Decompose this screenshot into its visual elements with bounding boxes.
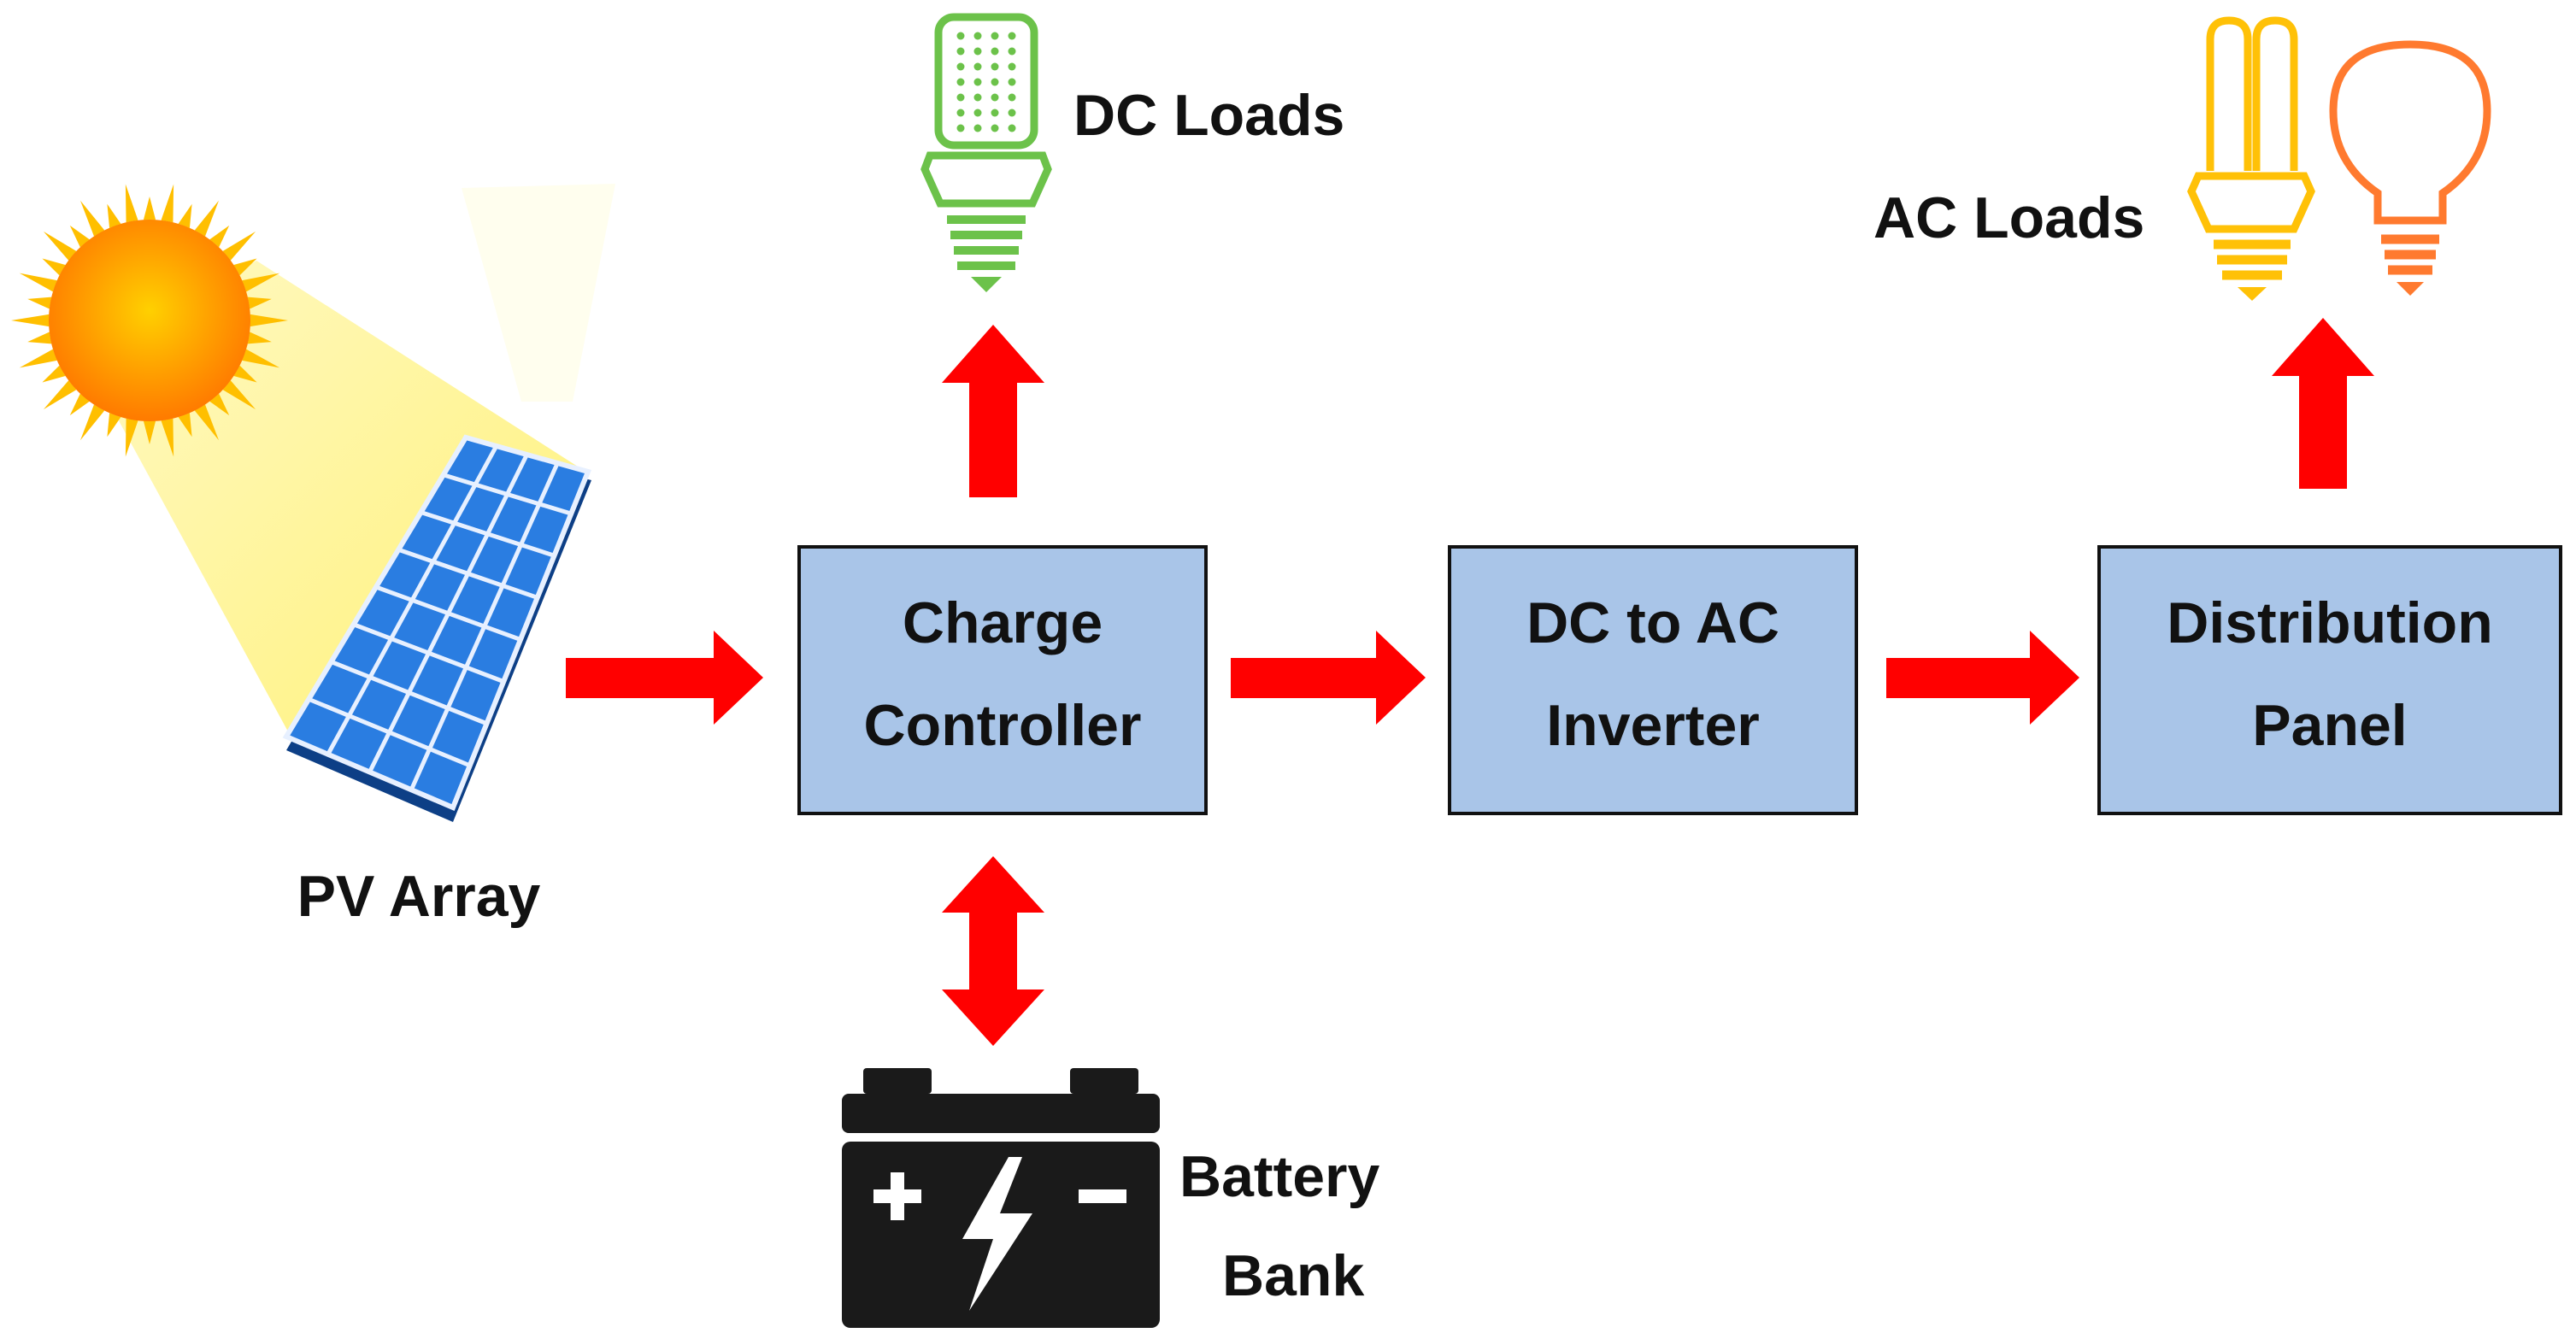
sunlight-beam-faint: [462, 184, 615, 402]
dc-loads-label: DC Loads: [1073, 83, 1344, 148]
distribution-panel-line1: Distribution: [2167, 590, 2493, 655]
pv-array-label: PV Array: [297, 864, 541, 929]
arrow-inverter-to-distribution: [1886, 631, 2079, 725]
cfl-bulb-icon: [2187, 16, 2315, 301]
inverter-block: DC to AC Inverter: [1448, 545, 1858, 815]
arrow-controller-to-inverter: [1231, 631, 1426, 725]
sun-icon: [11, 184, 288, 457]
solar-panel-icon: [282, 434, 592, 822]
charge-controller-block: Charge Controller: [797, 545, 1208, 815]
charge-controller-line1: Charge: [903, 590, 1103, 655]
distribution-panel-block: Distribution Panel: [2097, 545, 2562, 815]
charge-controller-line2: Controller: [864, 693, 1142, 758]
arrow-distribution-to-ac-loads: [2272, 318, 2374, 489]
incandescent-bulb-icon: [2329, 40, 2491, 296]
ac-loads-label: AC Loads: [1873, 185, 2144, 250]
arrow-controller-battery-bidirectional: [942, 856, 1044, 1046]
led-bulb-icon: [920, 13, 1052, 292]
arrow-controller-to-dc-loads: [942, 325, 1044, 497]
inverter-line1: DC to AC: [1526, 590, 1779, 655]
inverter-line2: Inverter: [1546, 693, 1759, 758]
battery-icon: [842, 1068, 1160, 1328]
distribution-panel-line2: Panel: [2252, 693, 2407, 758]
battery-label-line2: Bank: [1222, 1243, 1364, 1308]
arrow-pv-to-controller: [566, 631, 763, 725]
battery-label-line1: Battery: [1179, 1144, 1379, 1209]
